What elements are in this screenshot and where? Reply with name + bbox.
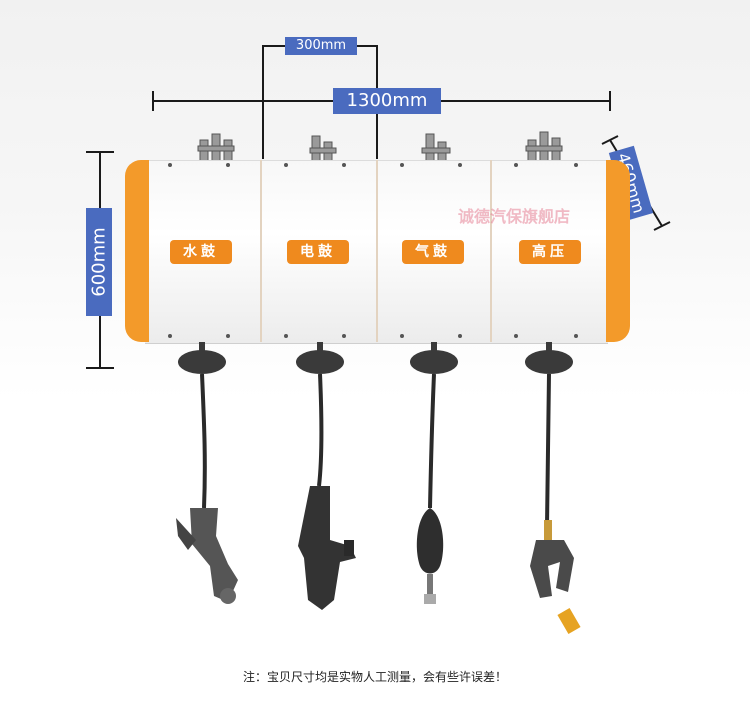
cabinet-seam (260, 160, 262, 342)
hose-stoppers (178, 342, 573, 374)
cabinet-end-cap-left (125, 160, 149, 342)
unit-width-label: 300mm (285, 37, 357, 55)
reel-label-water: 水鼓 (170, 240, 232, 264)
air-blow-gun-icon (416, 508, 444, 604)
width-tick-left (152, 91, 154, 111)
height-label: 600mm (86, 208, 112, 316)
reel-label-electric: 电鼓 (287, 240, 349, 264)
width-tick-right (609, 91, 611, 111)
water-spray-nozzle-icon (176, 508, 238, 604)
reel-label-high-pressure: 高压 (519, 240, 581, 264)
height-label-text: 600mm (88, 227, 110, 297)
cabinet-screws (168, 163, 578, 338)
footnote-disclaimer: 注：宝贝尺寸均是实物人工测量，会有些许误差！ (242, 670, 507, 684)
cabinet-seam (376, 160, 378, 342)
top-fittings (197, 131, 563, 163)
reel-label-air: 气鼓 (402, 240, 464, 264)
power-drill-icon (298, 486, 356, 610)
cabinet-end-cap-right (606, 160, 630, 342)
unit-width-bracket-left (262, 45, 264, 159)
watermark: 诚德汽保旗舰店 (458, 207, 571, 226)
width-label: 1300mm (333, 88, 441, 114)
hoses-and-tools (176, 342, 581, 635)
high-pressure-spray-gun-icon (530, 520, 581, 635)
cabinet-seam (490, 160, 492, 342)
height-tick-bottom (86, 367, 114, 369)
height-tick-top (86, 151, 114, 153)
